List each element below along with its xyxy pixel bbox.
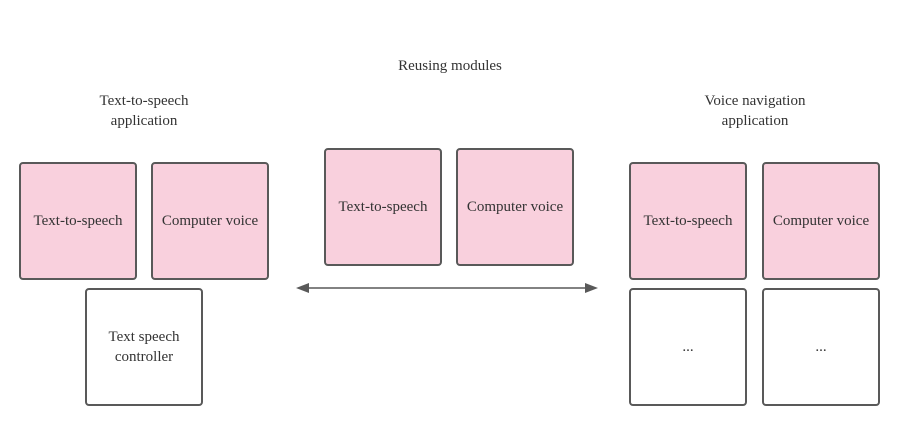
voice-navigation-application-title: Voice navigation application bbox=[704, 93, 806, 129]
arrow-head-right bbox=[585, 283, 598, 293]
left-computer-voice-module: Computer voice bbox=[151, 162, 269, 280]
center-text-to-speech-module: Text-to-speech bbox=[324, 148, 442, 266]
right-computer-voice-module: Computer voice bbox=[762, 162, 880, 280]
right-other-module-2: ... bbox=[762, 288, 880, 406]
text-to-speech-application-title: Text-to-speech application bbox=[99, 93, 189, 129]
arrow-head-left bbox=[296, 283, 309, 293]
bidirectional-arrow bbox=[296, 283, 598, 293]
center-computer-voice-module: Computer voice bbox=[456, 148, 574, 266]
right-other-module-1: ... bbox=[629, 288, 747, 406]
left-text-to-speech-module: Text-to-speech bbox=[19, 162, 137, 280]
text-speech-controller-module: Text speech controller bbox=[85, 288, 203, 406]
right-text-to-speech-module: Text-to-speech bbox=[629, 162, 747, 280]
reusing-modules-title: Reusing modules bbox=[398, 58, 502, 74]
